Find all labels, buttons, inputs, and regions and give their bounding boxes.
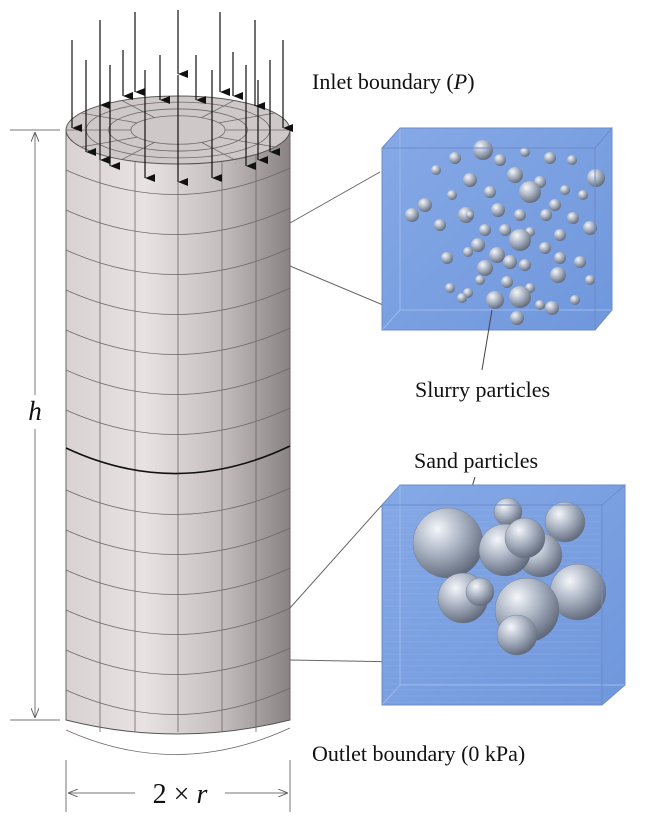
slurry-spheres <box>405 140 605 325</box>
slurry-particle <box>441 252 453 264</box>
slurry-particle <box>507 167 523 183</box>
mesh-line <box>218 112 276 124</box>
mesh-line <box>218 136 276 148</box>
slurry-leader-line <box>481 309 493 371</box>
mesh-line <box>65 647 291 675</box>
slurry-particle <box>554 252 566 264</box>
sand-particle <box>504 517 546 559</box>
slurry-particle <box>466 211 474 219</box>
mesh-line <box>65 327 291 355</box>
slurry-particle <box>544 152 556 164</box>
slurry-particle <box>574 256 586 268</box>
slurry-particle <box>471 238 485 252</box>
slurry-particle <box>445 283 455 293</box>
slurry-particle <box>501 276 513 288</box>
mesh-line <box>65 367 291 395</box>
mesh-line <box>65 727 291 755</box>
mesh-line <box>65 607 291 635</box>
cylinder <box>65 95 291 755</box>
width-label: 2 × r <box>153 779 208 810</box>
slurry-particle <box>475 275 485 285</box>
height-dimension: h <box>10 129 60 721</box>
slurry-particle <box>545 301 559 315</box>
slurry-particle <box>486 291 504 309</box>
slurry-particle <box>509 286 531 308</box>
mesh-line <box>65 687 291 715</box>
slurry-particle <box>583 221 597 235</box>
slurry-particle <box>514 209 526 221</box>
slurry-particle <box>457 293 467 303</box>
slurry-particle <box>494 154 506 166</box>
slurry-particle <box>503 255 517 269</box>
mesh-line <box>80 136 138 148</box>
slurry-particle <box>499 224 511 236</box>
mesh-line <box>65 287 291 315</box>
slurry-particle <box>479 224 491 236</box>
slurry-particle <box>463 247 473 257</box>
mesh-line <box>80 112 138 124</box>
slurry-particle <box>560 185 570 195</box>
mesh-line <box>65 207 291 235</box>
slurry-particle <box>489 247 505 263</box>
slurry-particle <box>578 190 588 200</box>
mesh-line <box>121 100 155 118</box>
slurry-particle <box>491 203 505 217</box>
mesh-line <box>65 527 291 555</box>
mesh-line <box>65 167 291 195</box>
slurry-particle <box>539 242 551 254</box>
cylinder-mesh <box>65 130 291 755</box>
slurry-particle <box>434 219 446 231</box>
slurry-particle <box>431 165 441 175</box>
sand-particle <box>544 501 586 543</box>
height-label: h <box>28 396 42 426</box>
inlet-boundary-label: Inlet boundary (P) <box>312 69 475 94</box>
slurry-particle <box>554 229 566 241</box>
sand-particle <box>412 507 484 579</box>
slurry-particle <box>519 181 541 203</box>
mesh-line <box>121 142 155 160</box>
slurry-particle <box>510 311 524 325</box>
slurry-particle <box>567 155 577 165</box>
mesh-line <box>201 100 235 118</box>
width-dimension: 2 × r <box>65 760 291 812</box>
mesh-line <box>65 487 291 515</box>
slurry-particle <box>473 140 493 160</box>
down-arrow-icon <box>71 10 293 186</box>
mesh-line <box>65 407 291 435</box>
mesh-line <box>65 247 291 275</box>
slurry-particle <box>463 173 477 187</box>
slurry-particle <box>509 229 531 251</box>
slurry-particle <box>519 259 531 271</box>
slurry-particle <box>520 147 530 157</box>
slurry-particle <box>567 212 579 224</box>
slurry-particle <box>550 267 566 283</box>
slurry-particle <box>535 300 545 310</box>
outlet-boundary-label: Outlet boundary (0 kPa) <box>312 741 525 766</box>
slurry-particle <box>418 198 432 212</box>
mesh-line <box>65 567 291 595</box>
slurry-particle <box>447 190 457 200</box>
slurry-particle <box>549 199 561 211</box>
sand-particle <box>496 614 538 656</box>
mesh-line <box>201 142 235 160</box>
slurry-particles-label: Slurry particles <box>415 377 550 402</box>
slurry-particle <box>449 152 461 164</box>
slurry-particle <box>477 260 493 276</box>
slurry-particle <box>585 275 595 285</box>
slurry-particle <box>540 209 552 221</box>
cylinder-mid-section-line <box>65 445 291 475</box>
sand-particle-box <box>381 484 627 706</box>
slurry-particle <box>405 208 419 222</box>
slurry-particle <box>587 169 605 187</box>
slurry-particle <box>570 295 580 305</box>
slurry-particle-box <box>381 127 614 331</box>
sand-particles-label: Sand particles <box>414 448 538 473</box>
sand-particle <box>465 577 495 607</box>
slurry-particle <box>484 186 496 198</box>
